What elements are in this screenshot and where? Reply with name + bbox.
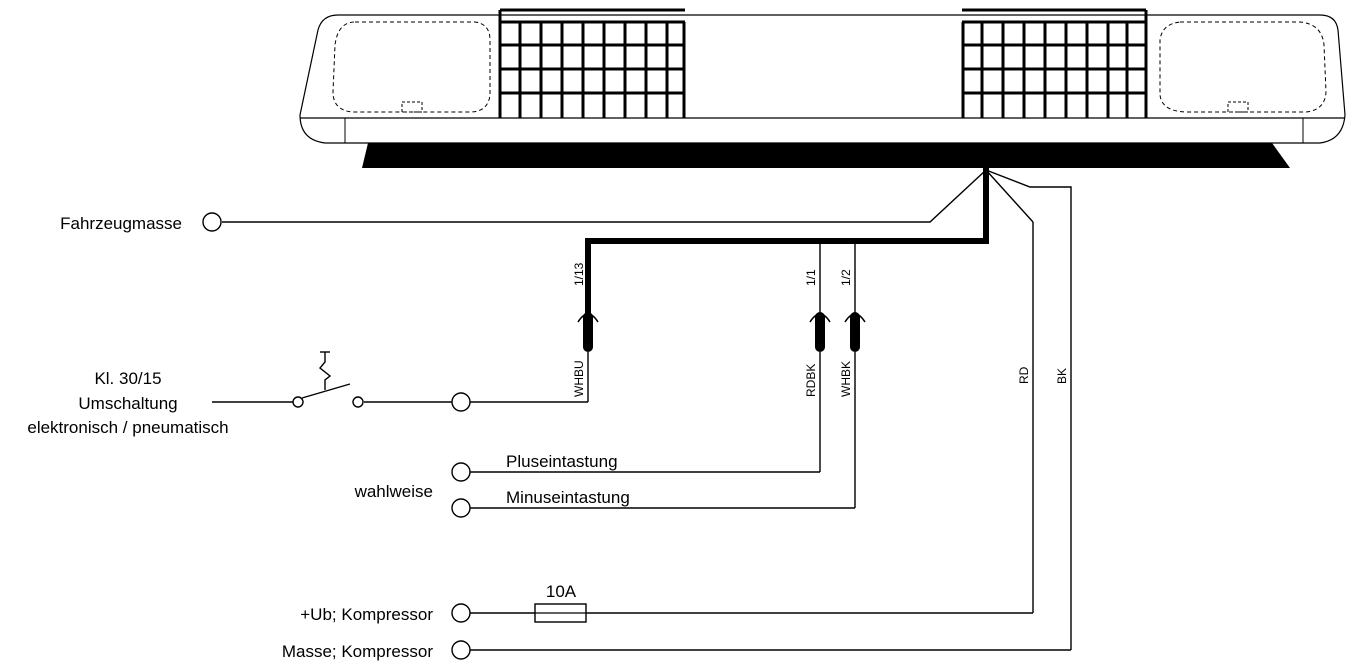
pin-label-1-1: 1/1 <box>804 269 818 286</box>
switch <box>292 351 364 408</box>
pin-label-1-2: 1/2 <box>839 269 853 286</box>
wire-color-bk: BK <box>1055 368 1069 384</box>
terminal-switch-output <box>451 392 471 412</box>
label-masse-kompressor: Masse; Kompressor <box>282 642 433 661</box>
left-lamp-outline <box>332 21 491 113</box>
pin-label-1-13: 1/13 <box>572 262 586 286</box>
connector-1-13 <box>577 312 599 402</box>
terminals <box>202 212 471 660</box>
right-lamp-outline <box>1159 21 1327 113</box>
terminal-pluseintastung <box>451 462 471 482</box>
terminal-fahrzeugmasse <box>202 212 222 232</box>
wire-color-rdbk: RDBK <box>804 364 818 397</box>
terminal-ub-kompressor <box>451 603 471 623</box>
label-pluseintastung: Pluseintastung <box>506 452 618 471</box>
label-fuse: 10A <box>546 582 577 601</box>
label-elektronisch: elektronisch / pneumatisch <box>27 418 228 437</box>
light-bar-body <box>299 14 1346 144</box>
right-grid <box>961 8 1148 118</box>
connector-1-1 <box>809 312 831 472</box>
label-ub-kompressor: +Ub; Kompressor <box>300 605 433 624</box>
left-grid <box>498 8 686 118</box>
horizontal-wires <box>212 401 1071 651</box>
terminal-minuseintastung <box>451 498 471 518</box>
terminal-masse-kompressor <box>451 640 471 660</box>
wire-color-whbu: WHBU <box>572 360 586 397</box>
wire-color-whbk: WHBK <box>839 361 853 397</box>
label-wahlweise: wahlweise <box>354 482 433 501</box>
label-minuseintastung: Minuseintastung <box>506 488 630 507</box>
light-bar <box>299 8 1346 168</box>
label-fahrzeugmasse: Fahrzeugmasse <box>60 214 182 233</box>
wire-color-rd: RD <box>1017 366 1031 384</box>
main-cable <box>222 150 1072 650</box>
label-umschaltung: Umschaltung <box>78 394 177 413</box>
connector-1-2 <box>844 312 866 508</box>
label-kl30: Kl. 30/15 <box>94 369 161 388</box>
light-bar-base <box>362 143 1290 168</box>
